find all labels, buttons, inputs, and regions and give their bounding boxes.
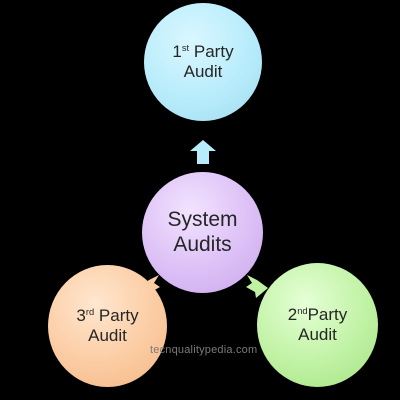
system-audits-node: System Audits bbox=[142, 172, 263, 293]
second-party-audit-subtitle: Audit bbox=[298, 325, 337, 344]
arrow-up-icon bbox=[190, 140, 216, 164]
arrow-down-right-icon bbox=[246, 275, 268, 298]
first-party-audit-subtitle: Audit bbox=[183, 62, 223, 81]
second-party-audit-node: 2ndParty Audit bbox=[257, 263, 378, 387]
third-party-audit-title: 3rd Party bbox=[76, 305, 139, 325]
third-party-audit-node: 3rd Party Audit bbox=[48, 265, 167, 387]
watermark-text: tecnqualitypedia.com bbox=[150, 344, 258, 356]
system-audits-line2: Audits bbox=[173, 232, 232, 256]
second-party-audit-title: 2ndParty bbox=[287, 304, 348, 324]
first-party-audit-title: 1st Party bbox=[172, 41, 234, 61]
third-party-audit-subtitle: Audit bbox=[88, 326, 127, 345]
system-audits-line1: System bbox=[167, 207, 238, 231]
first-party-audit-node: 1st Party Audit bbox=[144, 3, 262, 121]
